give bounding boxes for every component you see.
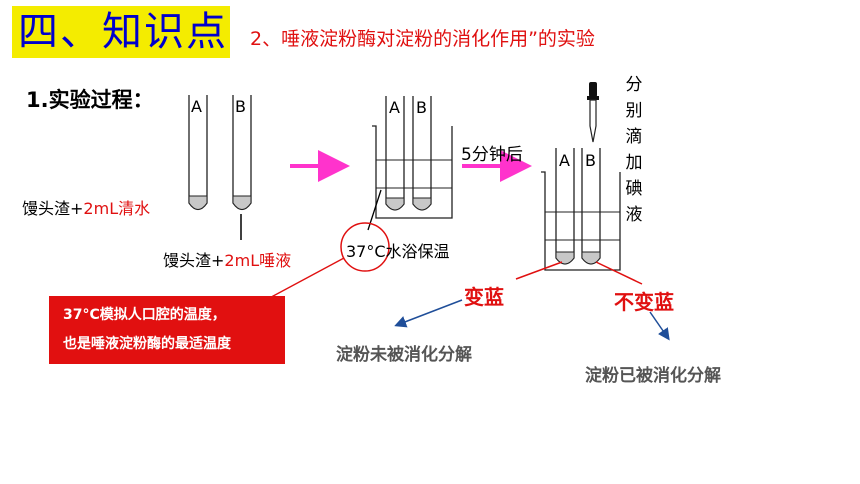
result-a-pointer [515, 261, 563, 280]
tube-a-stage1 [188, 95, 208, 211]
experiment-subtitle: 2、唾液淀粉酶对淀粉的消化作用”的实验 [250, 28, 595, 50]
tube-a-label-stage3: A [559, 151, 570, 170]
dropper-icon [587, 82, 599, 143]
tube-b-label-stage2: B [416, 98, 427, 117]
water-bath-beaker [372, 125, 453, 219]
tube-a-label-stage1: A [191, 97, 202, 116]
conclusion-b-arrow [649, 311, 670, 341]
conclusion-b: 淀粉已被消化分解 [585, 366, 721, 386]
result-beaker [541, 171, 621, 271]
callout-line-2: 也是唾液淀粉酶的最适温度 [63, 336, 231, 352]
wait-time-label: 5分钟后 [461, 145, 523, 165]
temperature-circle [340, 222, 390, 272]
callout-connector [261, 257, 345, 303]
tube-b-stage2 [412, 96, 432, 211]
tube-a-label-stage2: A [389, 98, 400, 117]
tube-b-label-stage3: B [585, 151, 596, 170]
water-bath-label: 37°C水浴保温 [346, 242, 450, 261]
tube-b-contents: 馒头渣+2mL唾液 [163, 251, 292, 270]
process-heading: 1.实验过程： [26, 88, 154, 112]
tube-b-stage3 [581, 148, 601, 265]
result-b-pointer [595, 261, 643, 285]
conclusion-a: 淀粉未被消化分解 [336, 345, 472, 365]
title-highlight [12, 6, 230, 58]
iodine-label: 分别滴加碘液 [625, 75, 643, 225]
conclusion-a-arrow [394, 299, 463, 328]
temperature-callout: 37°C模拟人口腔的温度， 也是唾液淀粉酶的最适温度 [49, 296, 285, 364]
result-b: 不变蓝 [614, 290, 674, 314]
callout-line-1: 37°C模拟人口腔的温度， [63, 307, 226, 323]
tube-a-stage2 [385, 96, 405, 211]
tube-b-stage1 [232, 95, 252, 211]
tube-a-contents: 馒头渣+2mL清水 [22, 199, 151, 218]
tube-b-label-stage1: B [235, 97, 246, 116]
result-a: 变蓝 [464, 285, 504, 309]
tube-a-stage3 [555, 148, 575, 265]
temperature-value: 37°C [346, 242, 386, 261]
page-title: 四、知识点 [18, 9, 228, 55]
